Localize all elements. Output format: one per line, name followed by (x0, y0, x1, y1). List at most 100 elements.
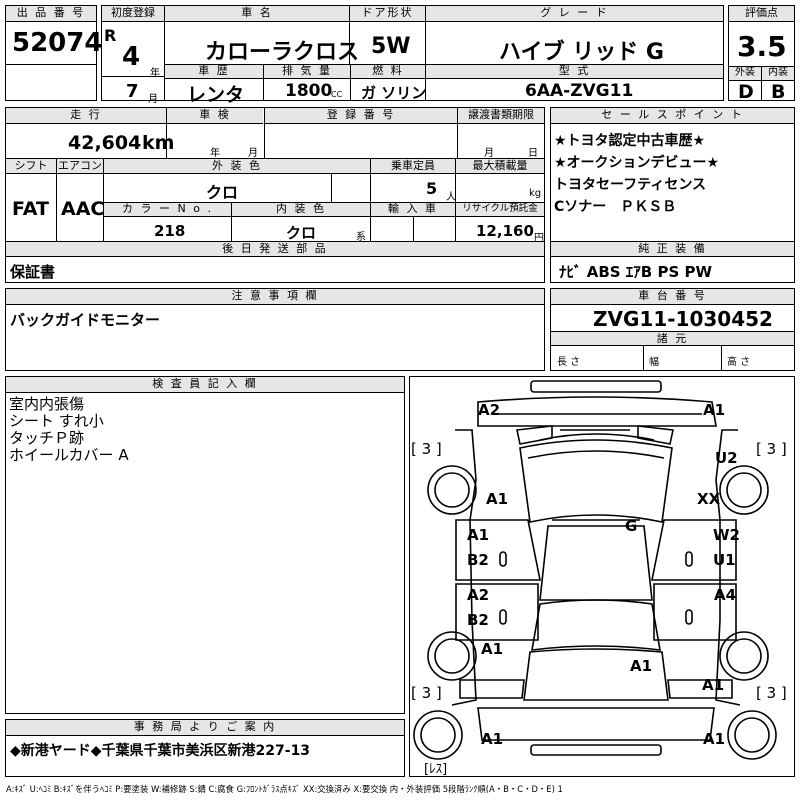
ac: AAC (61, 198, 105, 220)
intcolor-unit: 系 (356, 232, 366, 243)
load-unit: kg (529, 188, 542, 199)
mark-door-fr-1: W2 (713, 526, 740, 544)
first-reg-label: 初度登録 (102, 6, 164, 22)
door-type: 5W (371, 34, 411, 59)
grade-label: グ レ ー ド (426, 6, 723, 22)
ext-grade: D (738, 81, 754, 103)
office-value: ◆新港ヤード◆千葉県千葉市美浜区新港227-13 (10, 743, 311, 759)
displacement: 1800 (285, 81, 333, 101)
office-box: 事 務 局 よ り ご 案 内 ◆新港ヤード◆千葉県千葉市美浜区新港227-13 (5, 719, 405, 777)
year-unit: 年 (150, 68, 160, 79)
mark-quarter-r: A1 (702, 676, 725, 694)
capacity-label: 乗車定員 (371, 159, 455, 174)
sales-point-item: ★オークションデビュー★ (554, 155, 720, 171)
fuel-label: 燃 料 (351, 65, 425, 79)
model-label: 型 式 (426, 65, 723, 79)
int-label: 内装 (762, 67, 794, 81)
car-info-box: 車 名 カローラクロス ドア形状 5W グ レ ー ド ハイブ リッド G 車 … (164, 5, 724, 106)
shaken-month: 月 (248, 148, 258, 159)
intcolor-label: 内 装 色 (232, 203, 370, 217)
capacity: 5 (426, 179, 438, 198)
later-parts-value: 保証書 (10, 263, 56, 281)
colorno-label: カ ラ ー N o . (104, 203, 231, 217)
mark-bracket-rl: [ 3 ] (411, 684, 442, 702)
shaken-year: 年 (210, 148, 220, 159)
mark-door-fl-2: B2 (467, 551, 489, 569)
mark-bumper-rl: A1 (481, 730, 504, 748)
mark-door-fl-1: A1 (467, 526, 490, 544)
mark-fender-r: U2 (715, 449, 738, 467)
mark-door-rl-1: A2 (467, 586, 490, 604)
reg-month: 7 (126, 81, 139, 102)
notes-label: 注 意 事 項 欄 (6, 289, 544, 305)
transfer-day: 日 (528, 148, 538, 159)
history: レンタ (187, 84, 245, 106)
length-label: 長 さ (557, 357, 581, 368)
shaken-label: 車 検 (167, 108, 263, 124)
lot-box: 出 品 番 号 52074 (5, 5, 102, 101)
lot-number: 52074 (12, 28, 103, 58)
sales-point-item: トヨタセーフティセンス (554, 177, 707, 193)
reg-year: 4 (122, 42, 141, 72)
mark-door-fr-2: U1 (713, 551, 736, 569)
inspector-item: シート すれ小 (9, 412, 104, 430)
transfer-label: 譲渡書類期限 (458, 108, 544, 124)
mark-door-rr: A4 (714, 586, 737, 604)
mark-door-rl-2: B2 (467, 611, 489, 629)
month-unit: 月 (148, 94, 158, 105)
later-parts-box: 後 日 発 送 部 品 保証書 (5, 241, 545, 283)
regno-label: 登 録 番 号 (265, 108, 457, 124)
width-label: 幅 (649, 357, 659, 368)
mark-quarter-l: A1 (481, 640, 504, 658)
sales-points-box: セ ー ル ス ポ イ ン ト ★トヨタ認定中古車歴★ ★オークションデビュー★… (550, 107, 795, 242)
mark-less: [ﾚｽ] (424, 762, 448, 777)
chassis-number: ZVG11-1030452 (593, 307, 773, 331)
mark-bracket-fr: [ 3 ] (756, 440, 787, 458)
details-box: 走 行 42,604 km 車 検 年 月 登 録 番 号 譲渡書類期限 月 日… (5, 107, 545, 244)
notes-value: バックガイドモニター (10, 311, 161, 329)
mark-fender-l: A1 (486, 490, 509, 508)
shift: FAT (12, 198, 49, 220)
notes-box: 注 意 事 項 欄 バックガイドモニター (5, 288, 545, 371)
shift-label: シフト (6, 159, 56, 174)
mileage: 42,604 (68, 132, 142, 154)
dims-label: 諸 元 (551, 331, 794, 346)
sales-point-item: Cソナー ＰＫＳＢ (554, 199, 677, 215)
score-box: 評価点 3.5 外装 内装 D B (728, 5, 795, 103)
door-label: ドア形状 (350, 6, 425, 22)
grade: ハイブ リッド G (499, 40, 664, 65)
mark-bumper-rr: A1 (703, 730, 726, 748)
sales-points-label: セ ー ル ス ポ イ ン ト (551, 108, 794, 124)
capacity-unit: 人 (446, 192, 456, 203)
color: クロ (206, 183, 239, 202)
ac-label: エアコン (57, 159, 103, 174)
equipment-label: 純 正 装 備 (551, 242, 794, 257)
chassis-label: 車 台 番 号 (551, 289, 794, 305)
fuel: ガ ソリン (361, 84, 427, 102)
era: R (104, 26, 117, 45)
first-reg-box: 初度登録 R 4 年 7 月 (101, 5, 165, 105)
sales-point-item: ★トヨタ認定中古車歴★ (554, 133, 706, 149)
inspector-list: 室内内張傷 シート すれ小 タッチＰ跡 ホイールカバー A (9, 396, 129, 464)
mark-hood-front: A2 (478, 401, 501, 419)
mark-bracket-fl: [ 3 ] (411, 440, 442, 458)
height-label: 高 さ (727, 357, 751, 368)
mark-bumper-front-right: A1 (703, 401, 726, 419)
history-label: 車 歴 (165, 65, 263, 79)
intcolor: クロ (286, 224, 317, 242)
inspector-item: ホイールカバー A (9, 446, 129, 464)
transfer-month: 月 (484, 148, 494, 159)
car-name: カローラクロス (205, 40, 360, 65)
later-parts-label: 後 日 発 送 部 品 (6, 242, 544, 257)
disp-unit: CC (331, 90, 343, 99)
office-label: 事 務 局 よ り ご 案 内 (6, 720, 404, 736)
equipment-box: 純 正 装 備 ﾅﾋﾞ ABS ｴｱB PS PW (550, 241, 795, 283)
inspector-item: タッチＰ跡 (9, 429, 85, 447)
chassis-box: 車 台 番 号 ZVG11-1030452 諸 元 長 さ 幅 高 さ (550, 288, 795, 371)
int-grade: B (771, 81, 786, 103)
mark-roof: G (625, 517, 638, 535)
score: 3.5 (737, 30, 787, 63)
colorno: 218 (154, 222, 186, 240)
legend: A:ｷｽﾞ U:ﾍｺﾐ B:ｷｽﾞを伴うﾍｺﾐ P:要塗装 W:補修跡 S:錆 … (6, 784, 563, 794)
